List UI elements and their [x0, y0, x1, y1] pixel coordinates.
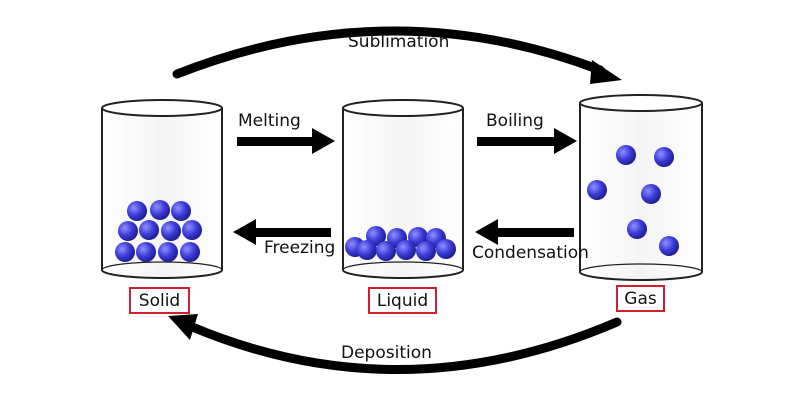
- freezing-label: Freezing: [264, 238, 336, 258]
- sublimation-label: Sublimation: [348, 32, 450, 52]
- melting-label: Melting: [238, 111, 301, 131]
- melting-arrow: [237, 128, 335, 154]
- deposition-arrow: [168, 314, 622, 374]
- gas-state-label: Gas: [616, 285, 665, 312]
- liquid-state-label: Liquid: [368, 287, 437, 314]
- freezing-arrow: [233, 219, 331, 245]
- gas-particles: [587, 145, 679, 256]
- condensation-label: Condensation: [472, 243, 589, 263]
- sublimation-arrow: [172, 26, 622, 84]
- solid-state-label: Solid: [129, 287, 190, 314]
- deposition-label: Deposition: [341, 343, 432, 363]
- liquid-beaker: [342, 99, 464, 279]
- gas-beaker: [579, 94, 703, 281]
- solid-particles: [115, 200, 202, 262]
- solid-beaker: [101, 99, 223, 279]
- condensation-arrow: [475, 219, 574, 245]
- liquid-particles: [345, 226, 456, 261]
- boiling-arrow: [477, 128, 577, 154]
- boiling-label: Boiling: [486, 111, 544, 131]
